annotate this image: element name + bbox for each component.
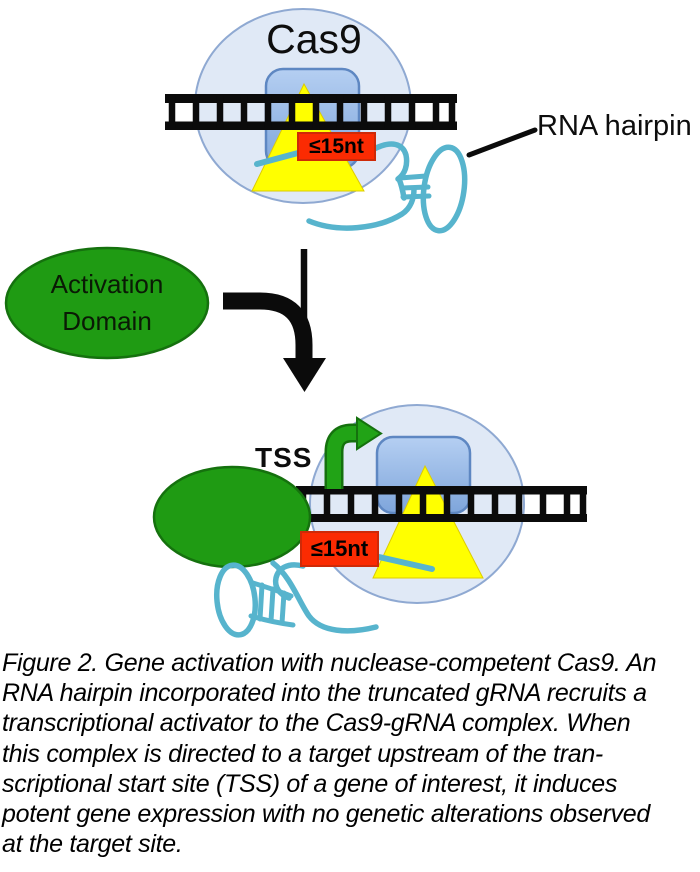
rna-hairpin-label: RNA hairpin [537, 110, 692, 142]
caption-line: RNA hairpin incorporated into the trunca… [2, 679, 647, 708]
caption-line: scriptional start site (TSS) of a gene o… [2, 769, 618, 798]
caption-line: this complex is directed to a target ups… [2, 739, 603, 768]
target-dna-top [165, 94, 457, 130]
caption-line: Figure 2. Gene activation with nuclease-… [2, 649, 657, 677]
hairpin-pointer-line [466, 127, 538, 158]
transcription-start-arrow [324, 416, 383, 489]
truncation-badge-top-text: ≤15nt [309, 134, 364, 158]
diagram-artwork [4, 8, 587, 638]
caption-line: at the target site. [2, 830, 183, 859]
tss-label: TSS [255, 442, 313, 473]
activation-domain-bound [152, 465, 312, 569]
rna-hairpin-drawing-bottom [214, 554, 435, 638]
truncation-badge-top: ≤15nt [297, 132, 376, 161]
figure-caption: Figure 2. Gene activation with nuclease-… [2, 648, 699, 859]
activation-domain-ellipse [4, 246, 210, 360]
rna-hairpin-drawing-top [254, 141, 468, 234]
truncation-badge-bottom-text: ≤15nt [310, 536, 369, 561]
caption-line: potent gene expression with no genetic a… [2, 800, 651, 829]
target-dna-bottom [296, 486, 587, 522]
caption-line: transcriptional activator to the Cas9-gR… [2, 709, 631, 738]
cas9-label: Cas9 [266, 16, 362, 62]
truncation-badge-bottom: ≤15nt [300, 531, 379, 567]
merge-arrow [223, 249, 326, 392]
activation-domain-label: Activation Domain [50, 269, 164, 336]
